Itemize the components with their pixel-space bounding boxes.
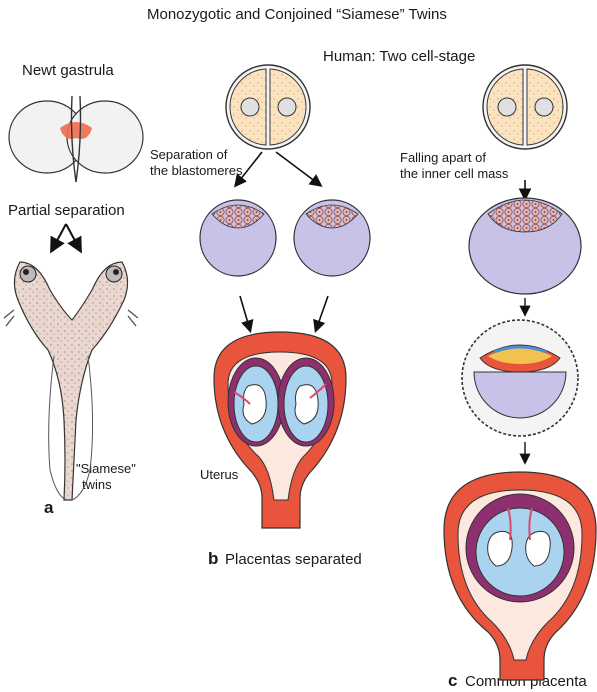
partial-separation-arrows: [50, 223, 82, 254]
panel-letter-c: c: [448, 671, 458, 690]
blastocyst-left: [199, 199, 277, 277]
two-cell-zygote-b: [225, 64, 311, 150]
separation-blastomeres-line2: the blastomeres: [150, 163, 243, 178]
uterus-common-placenta: [443, 471, 597, 681]
two-cell-zygote-c: [482, 64, 568, 150]
placentas-separated-caption: Placentas separated: [225, 551, 362, 568]
common-placenta-caption: Common placenta: [465, 673, 587, 690]
newt-gastrula: [8, 95, 144, 183]
uterus-separate-placentas: [213, 331, 347, 529]
blastocyst-right: [293, 199, 371, 277]
two-cell-stage-label: Human: Two cell-stage: [323, 48, 476, 65]
falling-apart-line1: Falling apart of: [400, 150, 486, 165]
uterus-label: Uterus: [200, 467, 239, 482]
siamese-newt-larvae: [3, 261, 139, 501]
falling-apart-line2: the inner cell mass: [400, 166, 509, 181]
panel-letter-a: a: [44, 498, 54, 517]
panel-letter-b: b: [208, 549, 219, 568]
implanted-blastocyst: [461, 319, 579, 437]
figure-title: Monozygotic and Conjoined “Siamese” Twin…: [147, 6, 447, 23]
newt-gastrula-label: Newt gastrula: [22, 62, 114, 79]
partial-separation-label: Partial separation: [8, 202, 125, 219]
siamese-label-line2: twins: [82, 477, 112, 492]
blastocyst-inner-cell-mass: [468, 197, 582, 295]
separation-blastomeres-line1: Separation of: [150, 147, 228, 162]
